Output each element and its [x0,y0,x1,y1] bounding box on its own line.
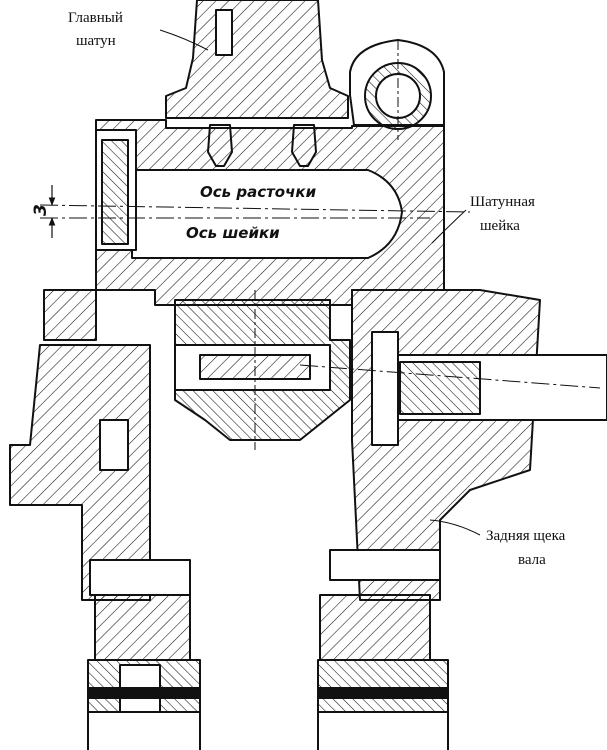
crank-pin-label-line2: шейка [480,218,520,234]
journal-axis-label: Ось шейки [186,224,280,242]
offset-value: 3 [31,204,51,216]
lower-bolts [89,549,441,661]
journal-cavity [131,169,403,259]
leader-lines [159,29,481,536]
bore-axis-label: Ось расточки [200,183,317,201]
front-web-bolt-bore [99,419,129,471]
rod-oil-channel [215,9,233,56]
main-rod-label-line1: Главный [68,10,123,26]
crank-pin-label-line1: Шатунная [470,194,535,210]
main-rod [165,0,349,119]
rear-cheek-label-line2: вала [518,552,546,568]
rear-cheek-label-line1: Задняя щека [486,528,566,544]
shaft-hatch [399,361,481,415]
main-rod-label-line2: шатун [76,33,116,49]
left-flange [43,289,97,341]
rod-eye [349,39,445,130]
axis-lines [39,40,601,450]
bottom-bearings [87,659,449,750]
bolt-left [101,139,129,245]
